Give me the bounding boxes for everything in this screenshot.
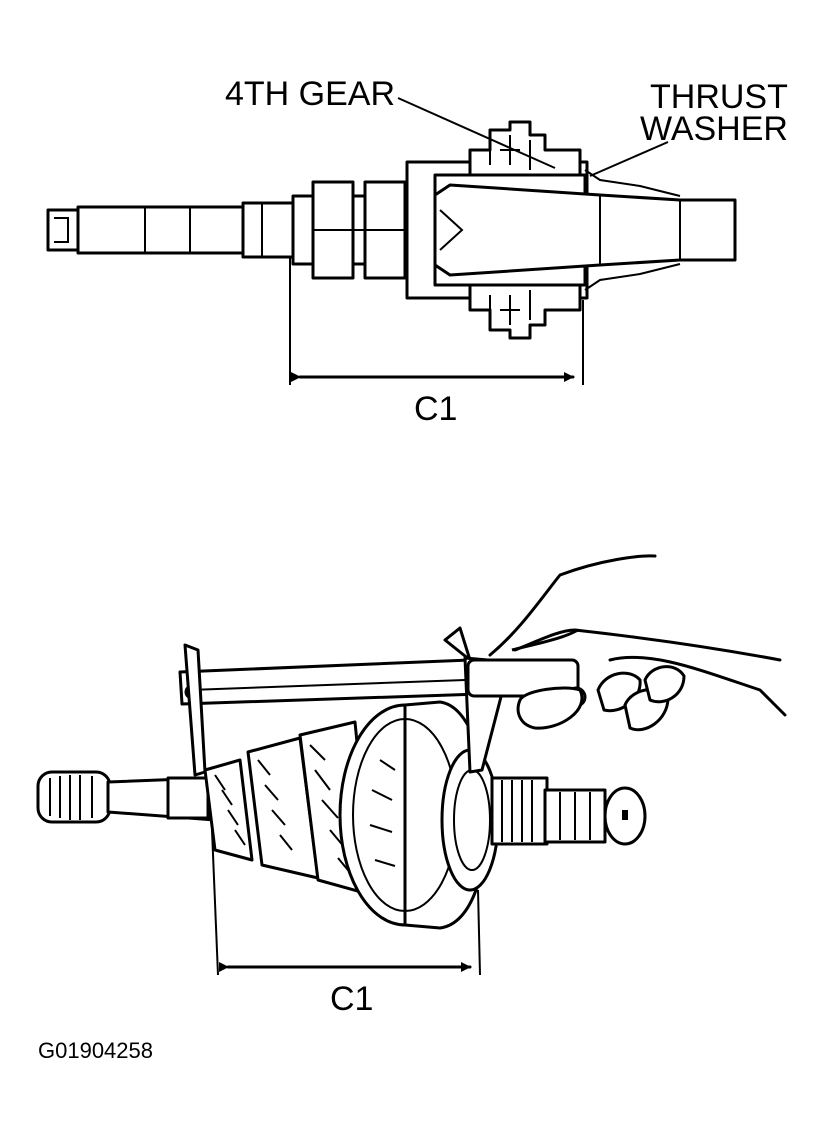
bottom-dimension-label: C1 (330, 980, 373, 1018)
caliper-jaw-left (183, 643, 207, 777)
synchro-top (468, 120, 582, 177)
thumb (516, 686, 584, 730)
shaft-left-segment (76, 205, 245, 255)
dim2-ext-left (211, 829, 219, 976)
shaft-end-cap (46, 208, 80, 252)
top-dimension-label: C1 (414, 390, 457, 428)
shaft-step (241, 201, 295, 259)
output-shaft (433, 183, 737, 277)
top-shaft-section: 4TH GEAR THRUST WASHER C1 (46, 75, 788, 428)
dim2-ext-right (477, 889, 481, 976)
input-spline-end (36, 770, 112, 824)
gear-label: 4TH GEAR (225, 75, 395, 113)
caliper-tip (443, 626, 472, 662)
thrust-label: THRUST (650, 78, 788, 116)
synchro-bottom (468, 283, 582, 340)
gear-leader (397, 97, 556, 169)
finger-3 (643, 665, 686, 704)
washer-leader (589, 141, 669, 177)
output-splines (490, 776, 549, 846)
figure-code: G01904258 (38, 1038, 153, 1063)
shaft-collar-bottom (166, 776, 210, 820)
bottom-measurement-illustration: C1 (36, 554, 787, 1018)
washer-label: WASHER (640, 110, 788, 148)
hand-outline (488, 554, 657, 657)
